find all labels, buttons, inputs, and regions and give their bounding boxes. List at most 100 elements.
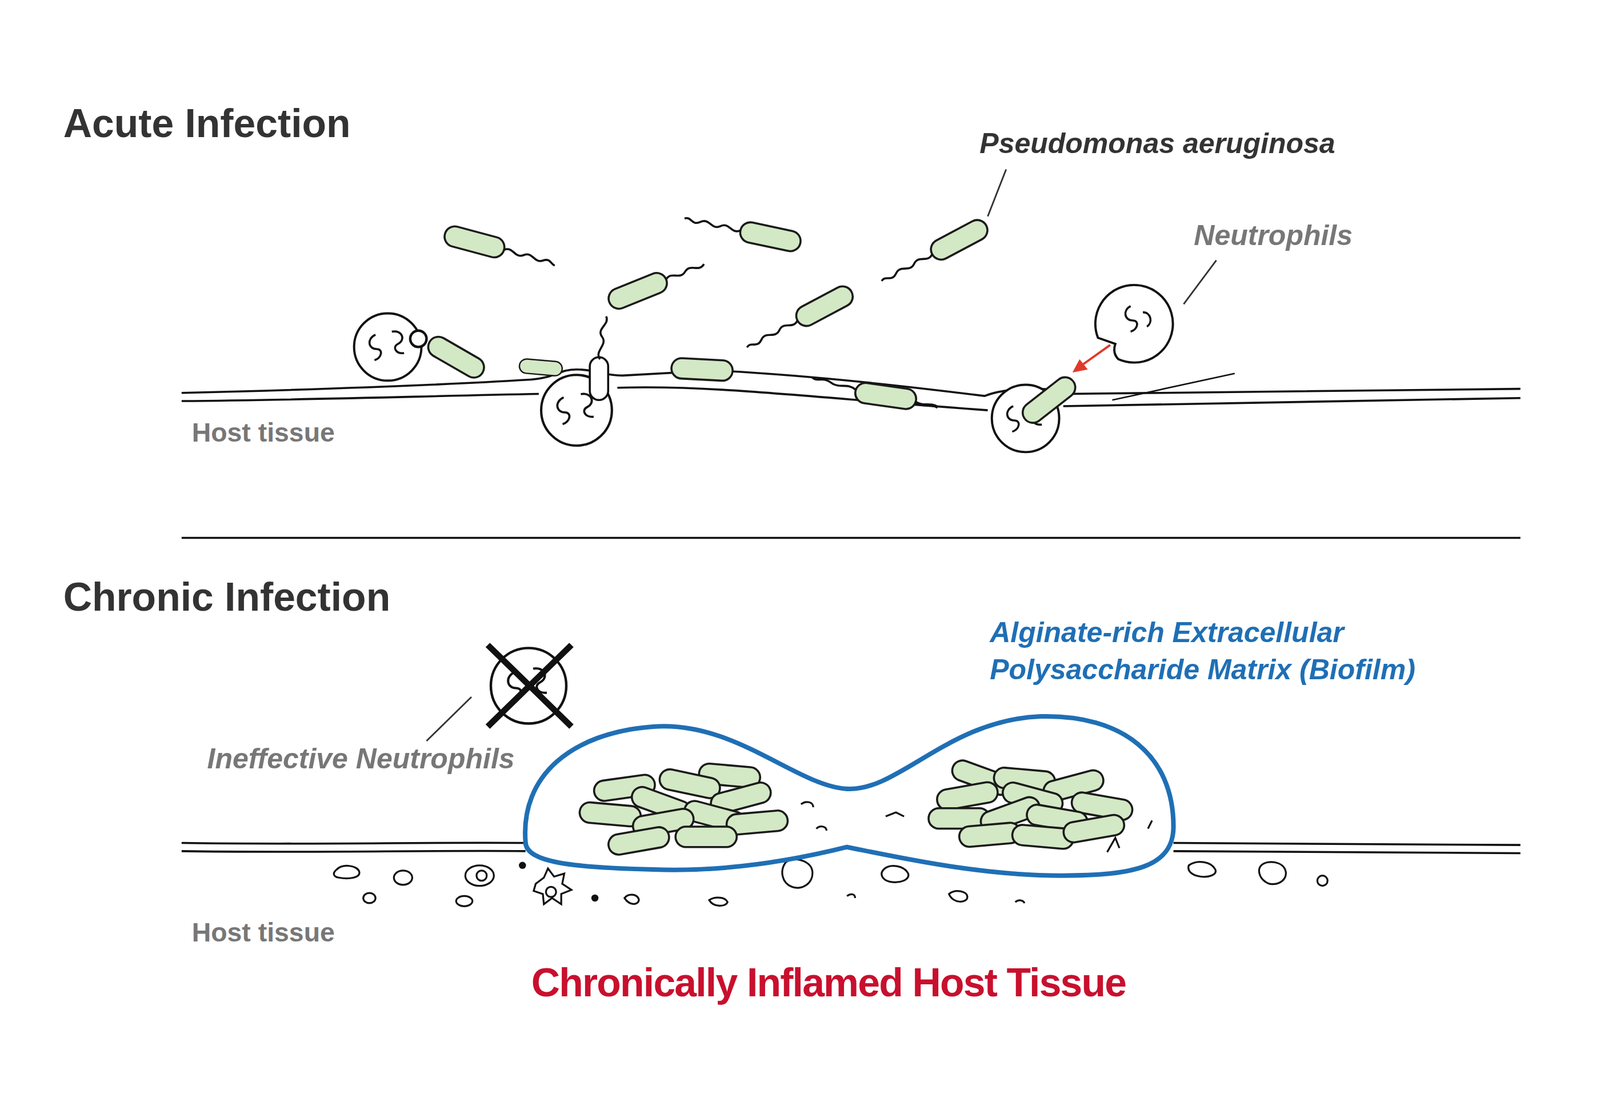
- host-tissue-chronic: [181, 842, 526, 844]
- inflamed-tissue-debris: [1317, 876, 1328, 887]
- bacteria-cluster: [578, 801, 642, 828]
- neutrophil-engulfing: [354, 313, 488, 382]
- neutrophil-free: [1142, 312, 1151, 327]
- host-tissue-acute: [1112, 373, 1235, 400]
- biofilm-label: Alginate-rich Extracellular Polysacchari…: [989, 614, 1500, 689]
- chemotaxis-arrow: [1081, 345, 1111, 366]
- inflamed-tissue-debris: [1015, 900, 1025, 904]
- inflamed-tissue-debris: [801, 802, 814, 808]
- cell-label: Ineffective Neutrophils: [207, 741, 515, 776]
- inflamed-tissue-debris: [816, 826, 827, 831]
- bacteria-cluster: [606, 825, 671, 857]
- host-tissue-chronic: [1173, 851, 1521, 854]
- debris-dot: [591, 894, 599, 903]
- bacteria-cluster: [1061, 813, 1126, 845]
- inflamed-tissue-debris: [1258, 862, 1286, 885]
- biofilm-matrix-outline: [525, 716, 1174, 876]
- neutrophil-engulfing: [424, 333, 488, 382]
- bacterium-attached: [518, 358, 563, 376]
- inflamed-tissue-debris: [1148, 820, 1152, 829]
- inflammation-label: Chronically Inflamed Host Tissue: [531, 959, 1126, 1008]
- leader-line: [1183, 260, 1216, 305]
- bacterium-attached: [670, 357, 734, 382]
- host-tissue-acute: [181, 394, 539, 402]
- inflamed-tissue-debris: [476, 870, 487, 882]
- bacterium-flagellated: [746, 318, 799, 350]
- inflamed-tissue-debris: [1188, 862, 1216, 878]
- inflamed-tissue-debris: [709, 897, 728, 906]
- bacterium-flagellated: [442, 224, 558, 274]
- bacterium-flagellated: [742, 282, 857, 357]
- bacterium-flagellated: [503, 248, 556, 266]
- leader-line: [988, 169, 1007, 217]
- chemotaxis-arrow: [1072, 359, 1088, 373]
- bacterium-flagellated: [665, 262, 706, 282]
- bacteria-cluster: [1061, 813, 1126, 845]
- ineffective-neutrophil: [488, 645, 572, 727]
- bacterium-attached: [915, 402, 938, 408]
- leader-line: [988, 169, 1217, 305]
- inflamed-tissue-debris: [533, 868, 572, 905]
- host-tissue-chronic: [181, 850, 526, 852]
- ineffective-neutrophil: [488, 645, 572, 727]
- inflamed-tissue-debris: [782, 859, 813, 888]
- bacterium-attached: [811, 377, 857, 391]
- inflamed-tissue-debris: [881, 866, 909, 883]
- bacterium-flagellated: [682, 208, 803, 254]
- neutrophil-engulfing: [410, 330, 427, 348]
- neutrophil-embedded: [598, 316, 607, 360]
- inflamed-tissue-debris: [465, 865, 494, 887]
- chemotaxis-arrow: [1072, 345, 1111, 373]
- bacteria-cluster: [928, 757, 1134, 850]
- neutrophil-embedded: [992, 373, 1080, 452]
- inflamed-tissue-debris: [393, 870, 412, 886]
- organism-label: Pseudomonas aeruginosa: [979, 126, 1335, 161]
- bacterium-flagellated: [684, 216, 741, 232]
- bacterium-flagellated: [877, 216, 992, 291]
- host-tissue-chronic: [1173, 843, 1521, 846]
- ineffective-neutrophil: [488, 645, 572, 727]
- bacteria-cluster: [675, 826, 737, 848]
- inflamed-tissue-debris: [363, 893, 376, 904]
- inflamed-tissue-debris: [846, 894, 855, 899]
- neutrophil-embedded: [589, 357, 608, 400]
- bacterium-attached: [853, 381, 918, 411]
- bacterium-attached: [518, 358, 563, 376]
- tissue-label: Host tissue: [192, 917, 335, 950]
- bacterium-attached: [670, 357, 734, 382]
- neutrophil-engulfing: [424, 333, 488, 382]
- bacterium-attached: [809, 375, 940, 414]
- inflamed-tissue-debris: [885, 812, 904, 817]
- bacteria-cluster: [606, 825, 671, 857]
- inflamed-tissue-debris: [545, 886, 556, 898]
- neutrophil-embedded: [1018, 373, 1080, 427]
- inflamed-tissue-debris: [624, 894, 639, 904]
- bacterium-flagellated: [605, 269, 671, 312]
- neutrophil-embedded: [541, 316, 612, 446]
- tissue-label: Host tissue: [192, 417, 335, 450]
- cell-label: Neutrophils: [1193, 218, 1353, 253]
- inflamed-tissue-debris: [333, 802, 1328, 907]
- inflamed-tissue-debris: [333, 866, 360, 879]
- neutrophil-engulfing: [354, 313, 422, 381]
- host-tissue-acute: [1063, 398, 1521, 407]
- neutrophil-free: [1125, 306, 1137, 332]
- bacterium-flagellated: [605, 254, 708, 312]
- neutrophil-free: [1095, 285, 1174, 363]
- bacteria-cluster: [935, 780, 1000, 812]
- bacterium-flagellated: [927, 216, 991, 264]
- bacterium-flagellated: [792, 282, 856, 330]
- bacteria-cluster: [935, 780, 1000, 812]
- bacterium-flagellated: [738, 220, 803, 254]
- section-divider: [181, 537, 1521, 540]
- bacteria-cluster: [578, 762, 789, 857]
- inflamed-tissue-debris: [1107, 838, 1120, 853]
- debris-dot: [518, 862, 527, 870]
- section-heading: Acute Infection: [63, 100, 351, 148]
- section-heading: Chronic Infection: [63, 573, 391, 622]
- bacteria-cluster: [578, 801, 642, 828]
- bacterium-flagellated: [881, 252, 934, 283]
- bacteria-cluster: [675, 826, 737, 848]
- bacterium-flagellated: [442, 224, 507, 260]
